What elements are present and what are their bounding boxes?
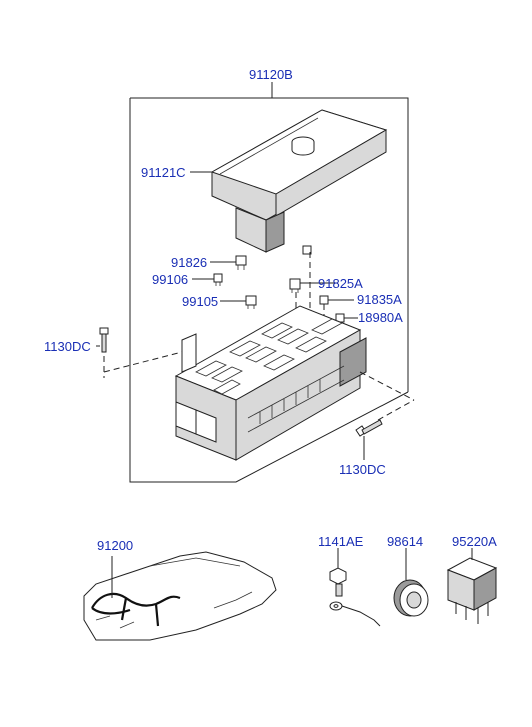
callout-99105: 99105 bbox=[182, 294, 219, 309]
callout-1130DC-bottom: 1130DC bbox=[339, 462, 386, 477]
fuse-box-cover bbox=[210, 109, 388, 253]
assembly-frame bbox=[129, 97, 409, 483]
grommet bbox=[393, 579, 429, 617]
callout-91200: 91200 bbox=[97, 538, 134, 553]
junction-box bbox=[174, 305, 367, 461]
callout-91120B: 91120B bbox=[249, 67, 293, 82]
relay bbox=[446, 557, 498, 624]
callout-98614: 98614 bbox=[387, 534, 424, 549]
callout-18980A: 18980A bbox=[358, 310, 403, 325]
callout-91826: 91826 bbox=[171, 255, 208, 270]
ground-bolt bbox=[329, 567, 381, 627]
bolt-left bbox=[99, 327, 109, 353]
fuse-99106 bbox=[213, 273, 223, 286]
callout-91825A: 91825A bbox=[318, 276, 363, 291]
wiring-harness bbox=[91, 592, 181, 627]
callout-91835A: 91835A bbox=[357, 292, 402, 307]
callout-91121C: 91121C bbox=[141, 165, 186, 180]
callout-1130DC-left: 1130DC bbox=[44, 339, 91, 354]
guide-line bbox=[103, 351, 183, 373]
callout-99106: 99106 bbox=[152, 272, 189, 287]
guide-line bbox=[359, 371, 415, 401]
guide-line bbox=[377, 399, 415, 421]
fuse-91825A bbox=[289, 245, 312, 293]
car-outline bbox=[83, 551, 277, 641]
fuse-91826 bbox=[235, 255, 247, 270]
bolt-bottom bbox=[355, 419, 383, 437]
callout-95220A: 95220A bbox=[452, 534, 497, 549]
callout-1141AE: 1141AE bbox=[318, 534, 364, 549]
fuse-99105 bbox=[245, 295, 257, 309]
fuse-91835A bbox=[319, 295, 329, 305]
